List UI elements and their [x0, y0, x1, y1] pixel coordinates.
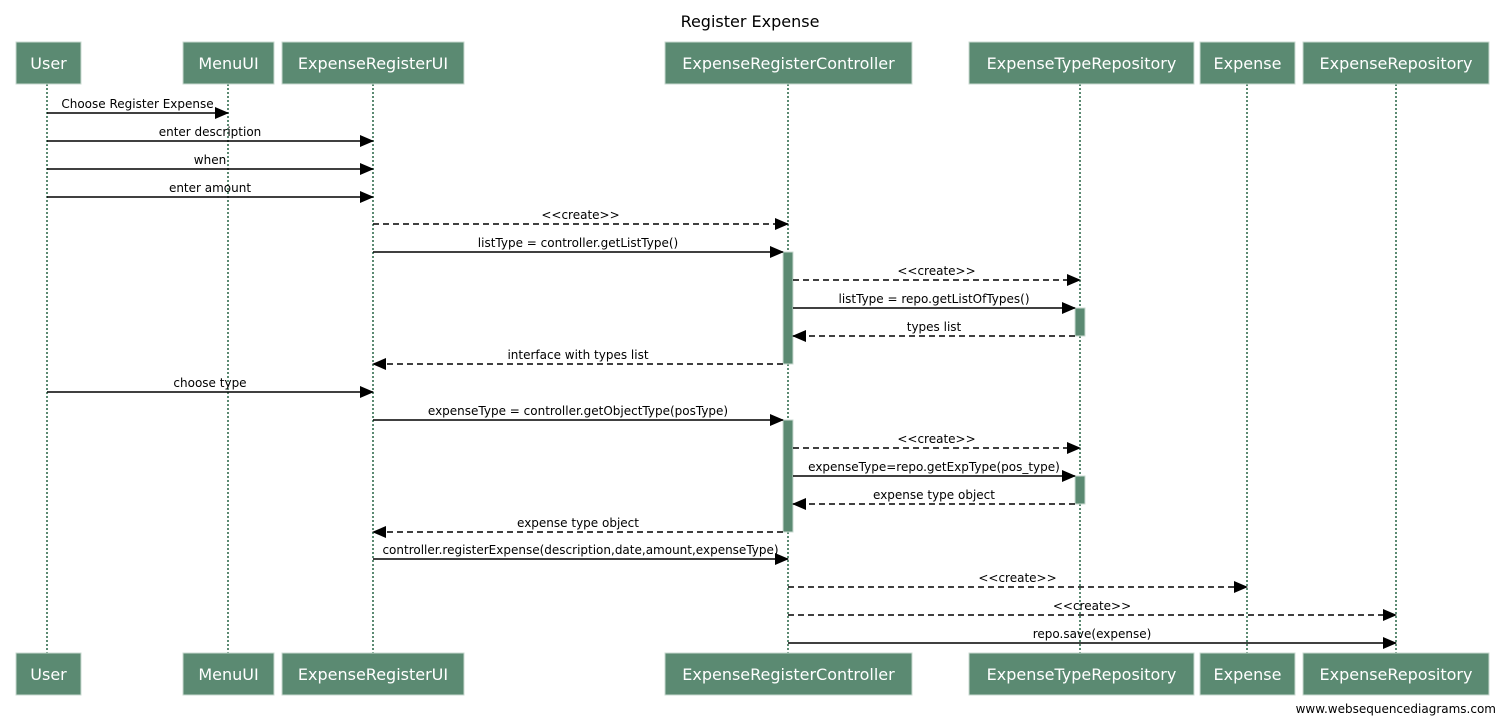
actor-box — [1199, 652, 1296, 696]
message: expense type object — [372, 516, 783, 538]
actor-user-bottom: User — [15, 652, 82, 696]
actor-box — [1302, 41, 1490, 85]
actor-label: Expense — [1214, 665, 1282, 684]
message-label: types list — [907, 320, 962, 334]
message-label: expenseType=repo.getExpType(pos_type) — [808, 460, 1060, 474]
message: when — [47, 153, 374, 175]
actor-label: MenuUI — [198, 665, 258, 684]
actor-box — [281, 652, 465, 696]
actor-expenseregisterui-bottom: ExpenseRegisterUI — [281, 652, 465, 696]
message: expense type object — [792, 488, 1075, 510]
actor-expensetyperepository-top: ExpenseTypeRepository — [968, 41, 1195, 85]
actor-label: ExpenseTypeRepository — [987, 54, 1177, 73]
message-label: interface with types list — [507, 348, 648, 362]
actors-top: User MenuUI ExpenseRegisterUI ExpenseRegist… — [15, 41, 1490, 85]
message-label: listType = controller.getListType() — [478, 236, 678, 250]
actor-expenseregistercontroller-bottom: ExpenseRegisterController — [664, 652, 913, 696]
message-label: repo.save(expense) — [1033, 627, 1152, 641]
message-label: enter amount — [169, 181, 251, 195]
watermark-text: www.websequencediagrams.com — [1296, 702, 1496, 716]
actor-label: User — [30, 665, 67, 684]
actor-box — [182, 41, 275, 85]
message: choose type — [47, 376, 374, 398]
activation-bar — [782, 251, 794, 365]
actor-box — [664, 41, 913, 85]
actor-expenseregisterui-top: ExpenseRegisterUI — [281, 41, 465, 85]
message: enter description — [47, 125, 374, 147]
message-label: <<create>> — [897, 264, 975, 278]
actor-expenserepository-top: ExpenseRepository — [1302, 41, 1490, 85]
message: controller.registerExpense(description,d… — [373, 543, 789, 565]
message: listType = repo.getListOfTypes() — [793, 292, 1076, 314]
actor-label: ExpenseRepository — [1320, 665, 1473, 684]
actor-box — [968, 652, 1195, 696]
actor-box — [1199, 41, 1296, 85]
actor-label: ExpenseRegisterUI — [298, 54, 448, 73]
actor-expenserepository-bottom: ExpenseRepository — [1302, 652, 1490, 696]
actor-menuui-top: MenuUI — [182, 41, 275, 85]
message: <<create>> — [788, 599, 1397, 621]
message: types list — [792, 320, 1075, 342]
message-label: expenseType = controller.getObjectType(p… — [428, 404, 728, 418]
message-label: <<create>> — [1053, 599, 1131, 613]
message-label: listType = repo.getListOfTypes() — [838, 292, 1029, 306]
activation-bar — [1074, 307, 1086, 337]
actor-user-top: User — [15, 41, 82, 85]
message-label: <<create>> — [897, 432, 975, 446]
actor-label: ExpenseRepository — [1320, 54, 1473, 73]
message-label: Choose Register Expense — [61, 97, 213, 111]
message-label: expense type object — [517, 516, 639, 530]
actor-box — [15, 41, 82, 85]
actor-box — [15, 652, 82, 696]
actor-box — [1302, 652, 1490, 696]
actors-bottom: User MenuUI ExpenseRegisterUI ExpenseRegist… — [15, 652, 1490, 696]
message-label: enter description — [159, 125, 262, 139]
message: expenseType=repo.getExpType(pos_type) — [793, 460, 1076, 482]
actor-expensetyperepository-bottom: ExpenseTypeRepository — [968, 652, 1195, 696]
message: <<create>> — [793, 432, 1081, 454]
activation-bar — [782, 419, 794, 533]
actor-box — [281, 41, 465, 85]
actor-box — [968, 41, 1195, 85]
activation-bar — [1074, 475, 1086, 505]
message: <<create>> — [788, 571, 1248, 593]
actor-expense-top: Expense — [1199, 41, 1296, 85]
actor-box — [664, 652, 913, 696]
message: repo.save(expense) — [788, 627, 1397, 649]
actor-label: ExpenseRegisterUI — [298, 665, 448, 684]
message: <<create>> — [793, 264, 1081, 286]
message-label: <<create>> — [541, 208, 619, 222]
actor-menuui-bottom: MenuUI — [182, 652, 275, 696]
actor-label: Expense — [1214, 54, 1282, 73]
message: <<create>> — [373, 208, 789, 230]
message-label: <<create>> — [978, 571, 1056, 585]
message-label: controller.registerExpense(description,d… — [382, 543, 778, 557]
messages: Choose Register Expense enter description… — [47, 97, 1397, 649]
actor-expenseregistercontroller-top: ExpenseRegisterController — [664, 41, 913, 85]
message-label: when — [194, 153, 226, 167]
actor-label: ExpenseRegisterController — [682, 665, 895, 684]
actor-label: User — [30, 54, 67, 73]
message: listType = controller.getListType() — [373, 236, 784, 258]
message: interface with types list — [372, 348, 783, 370]
message-label: choose type — [173, 376, 246, 390]
message: Choose Register Expense — [47, 97, 229, 119]
actor-label: MenuUI — [198, 54, 258, 73]
message: enter amount — [47, 181, 374, 203]
actor-box — [182, 652, 275, 696]
actor-expense-bottom: Expense — [1199, 652, 1296, 696]
actor-label: ExpenseRegisterController — [682, 54, 895, 73]
actor-label: ExpenseTypeRepository — [987, 665, 1177, 684]
message: expenseType = controller.getObjectType(p… — [373, 404, 784, 426]
diagram-title: Register Expense — [681, 12, 820, 31]
message-label: expense type object — [873, 488, 995, 502]
